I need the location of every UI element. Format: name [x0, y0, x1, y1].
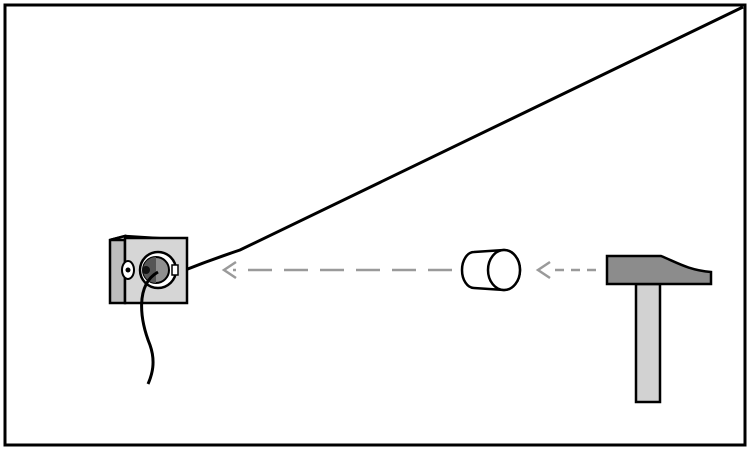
block-contact-point [142, 266, 150, 274]
cup-rim [488, 250, 520, 290]
block-slot [172, 265, 178, 275]
hammer-handle [636, 284, 660, 402]
diagram-border [5, 5, 745, 445]
cup-icon [462, 250, 520, 290]
clamp-block-icon [110, 236, 188, 303]
block-small-hole-center [126, 268, 131, 273]
